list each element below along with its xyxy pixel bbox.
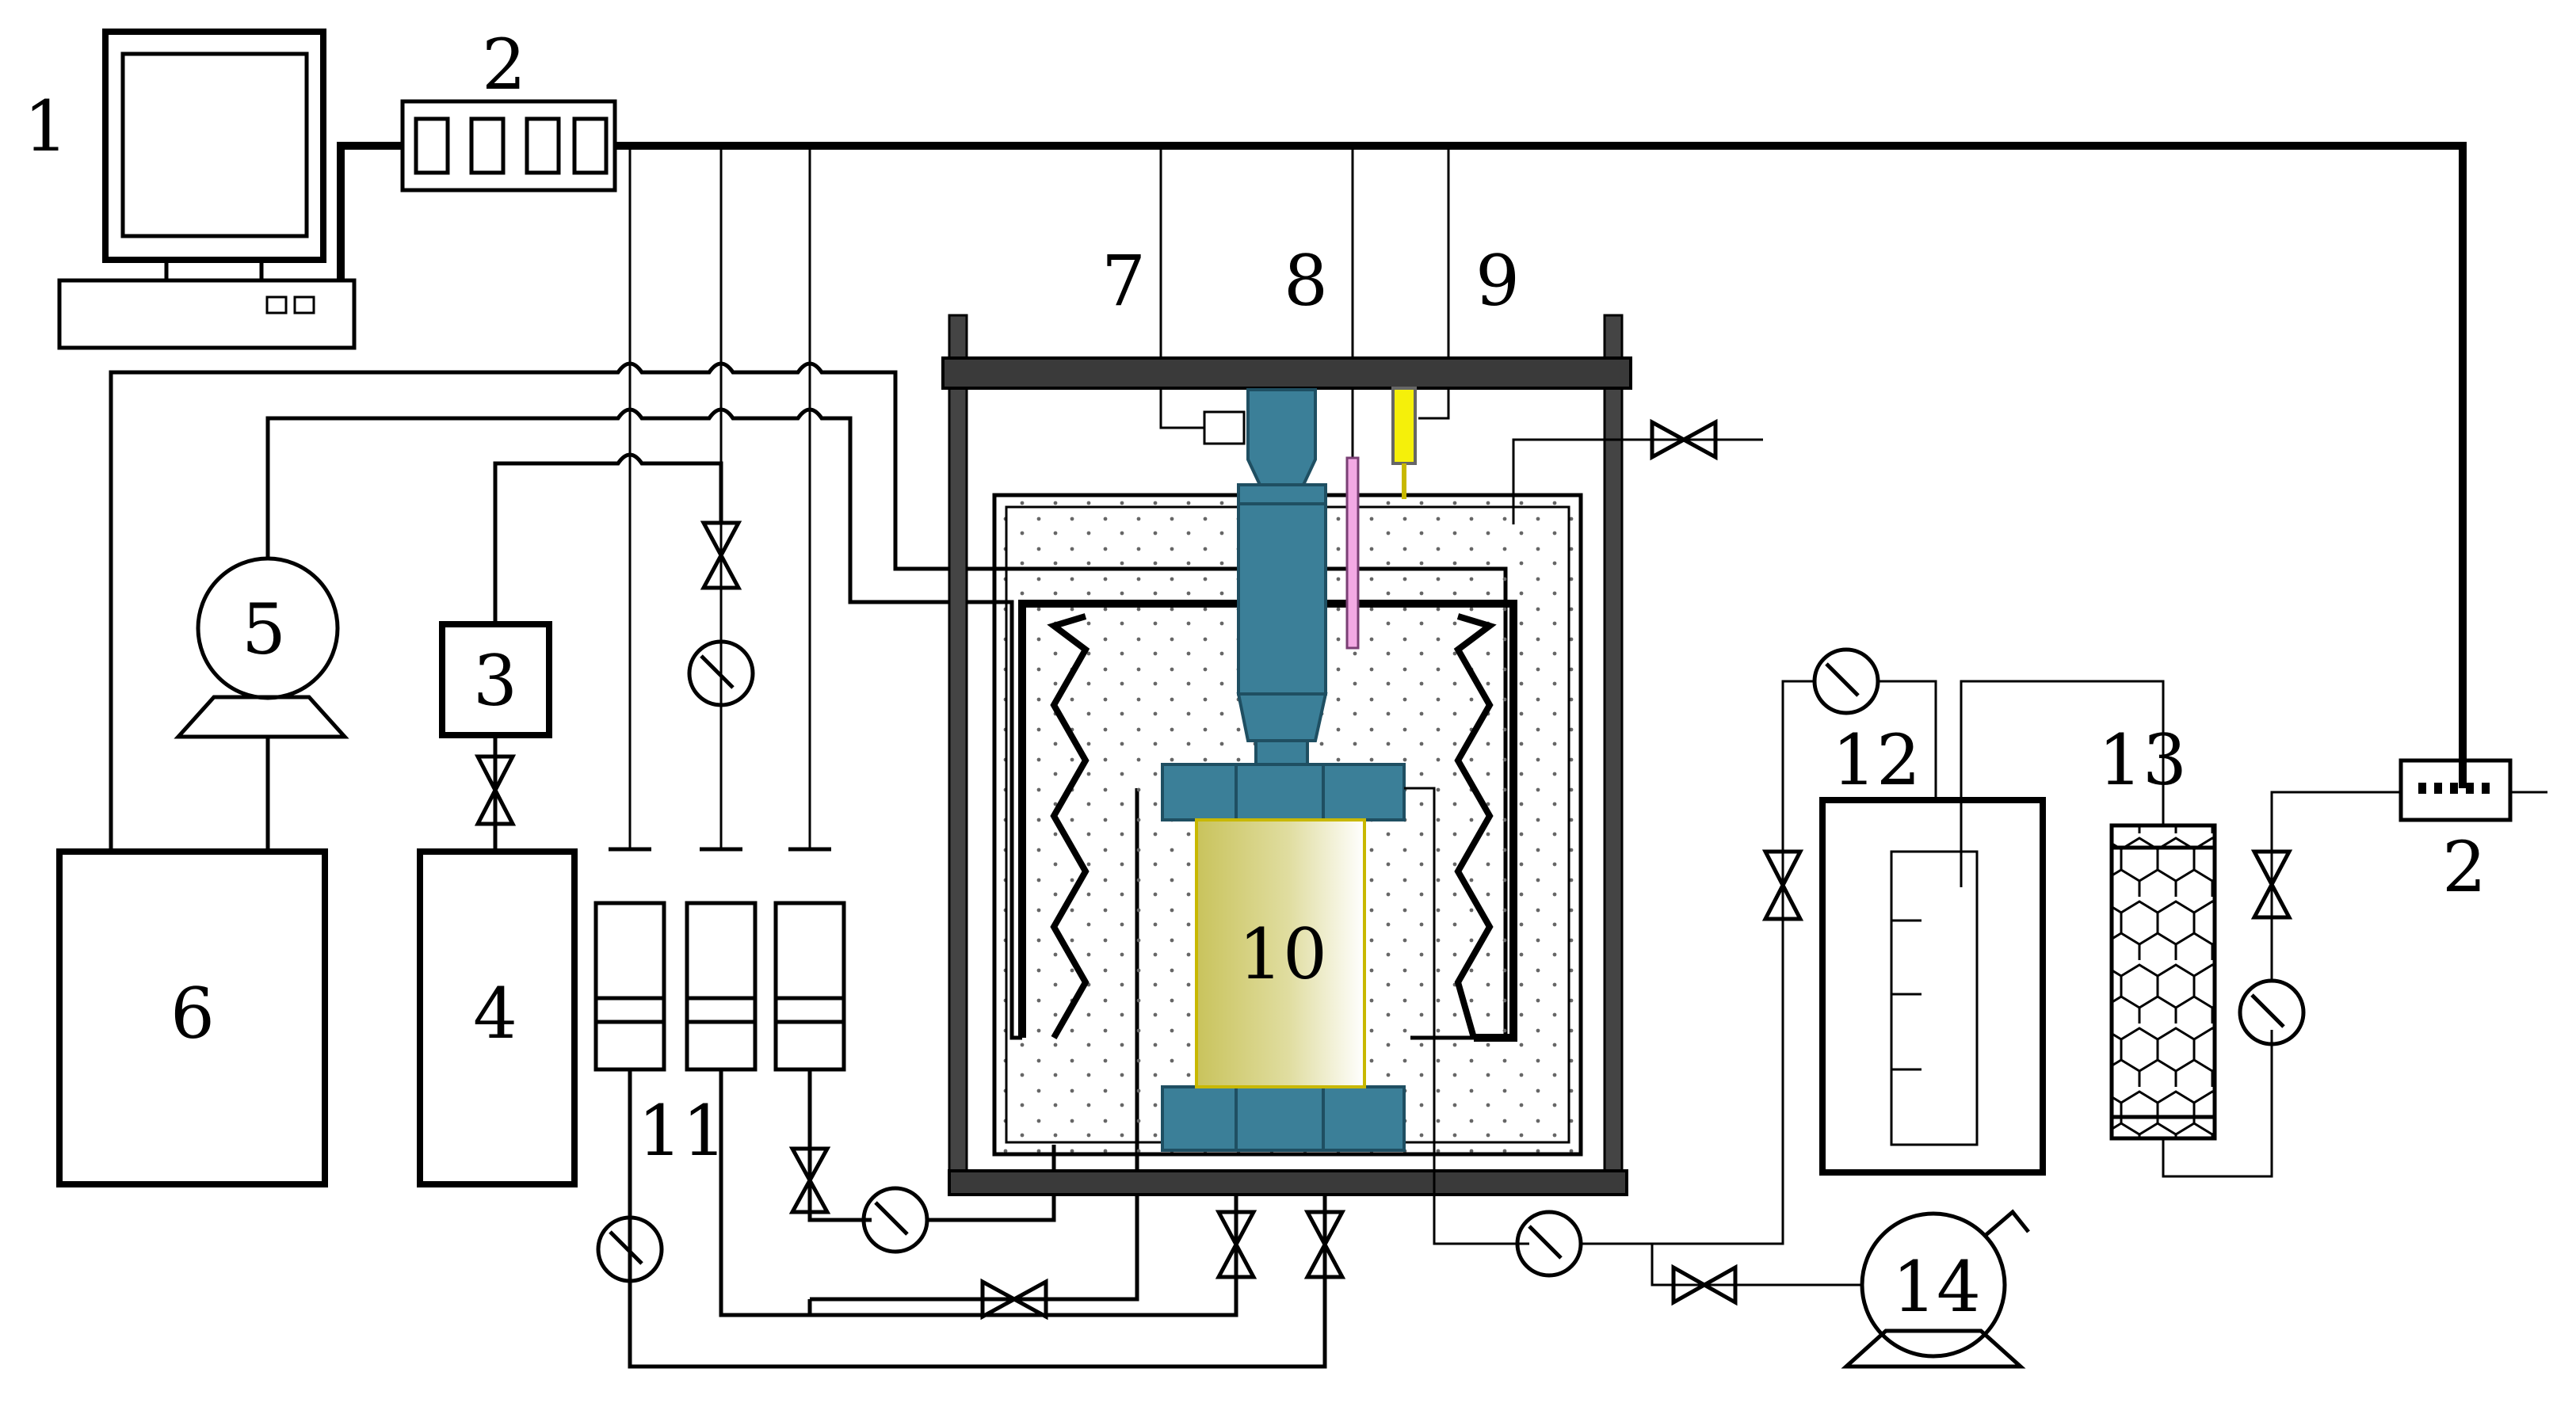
- valve-syringe3: [788, 1146, 831, 1214]
- computer-monitor: [102, 29, 326, 263]
- line-box6-to-vessel: [109, 361, 1508, 1040]
- label-7: 7: [1101, 240, 1146, 322]
- computer-button: [265, 295, 288, 314]
- label-13: 13: [2098, 719, 2187, 801]
- computer: [57, 29, 357, 350]
- valve-right-vertical: [1761, 849, 1804, 921]
- controller-right: [2399, 758, 2513, 822]
- valve-bottom-2: [1303, 1210, 1346, 1279]
- wire-9: [1418, 146, 1450, 420]
- wire-7: [1159, 146, 1204, 429]
- label-12: 12: [1832, 719, 1921, 801]
- computer-button: [293, 295, 315, 314]
- line-box3: [493, 452, 723, 622]
- computer-screen: [120, 51, 309, 238]
- label-9: 9: [1475, 240, 1520, 322]
- controller-left: [400, 99, 617, 192]
- label-8: 8: [1284, 240, 1328, 322]
- heating-coil-left: [1047, 613, 1090, 1039]
- box-4: [417, 848, 578, 1187]
- sample-10: [1195, 818, 1366, 1088]
- label-4: 4: [473, 973, 517, 1054]
- label-3: 3: [473, 640, 517, 722]
- vessel-12: [1819, 797, 2046, 1176]
- syringe-pumps-11: [593, 847, 846, 1072]
- label-6: 6: [170, 973, 215, 1054]
- pressure-gauge-upper: [687, 639, 755, 707]
- pump-14: [1841, 1209, 2030, 1369]
- label-2-right: 2: [2442, 826, 2486, 908]
- cable-main: [615, 142, 2467, 788]
- sensor-9: [1391, 387, 1417, 499]
- pressure-gauge-syringe3: [861, 1186, 929, 1254]
- label-14: 14: [1892, 1246, 1981, 1328]
- valve-vessel-outlet: [1650, 418, 1718, 461]
- valve-box3: [474, 754, 517, 826]
- label-10: 10: [1238, 913, 1327, 995]
- label-5: 5: [242, 589, 286, 670]
- column-13: [2109, 823, 2217, 1141]
- line-pump5-to-vessel: [265, 407, 1022, 1040]
- line-syringe3: [807, 1069, 872, 1222]
- valve-column13: [2250, 849, 2293, 920]
- syringe-3: [773, 847, 846, 1072]
- heating-coil-frame: [1018, 600, 1517, 1042]
- valve-upper: [700, 520, 742, 590]
- loading-piston: [1161, 388, 1406, 1152]
- valve-lower-horizontal: [980, 1278, 1048, 1321]
- box-3: [439, 621, 552, 738]
- box-6: [56, 848, 328, 1187]
- heating-coil-right: [1453, 613, 1497, 1039]
- computer-base: [57, 278, 357, 350]
- vessel-top-plate: [941, 356, 1632, 390]
- pump-5: [174, 556, 349, 852]
- syringe-1: [593, 847, 666, 1072]
- probe-8: [1345, 456, 1360, 650]
- vessel-bottom-plate: [948, 1169, 1628, 1196]
- pressure-gauge-vessel12: [1812, 647, 1880, 715]
- syringe-2: [685, 847, 758, 1072]
- valve-pump14: [1671, 1264, 1738, 1306]
- sensor-7: [1203, 410, 1246, 445]
- label-11: 11: [638, 1090, 727, 1172]
- line-to-vessel12: [1581, 680, 1815, 1245]
- label-1: 1: [24, 86, 68, 167]
- pressure-gauge-syringe1: [596, 1215, 664, 1283]
- graduated-cylinder: [1890, 850, 1979, 1146]
- valve-bottom-1: [1215, 1210, 1257, 1279]
- label-2-left: 2: [482, 24, 526, 105]
- cable-computer: [337, 142, 403, 280]
